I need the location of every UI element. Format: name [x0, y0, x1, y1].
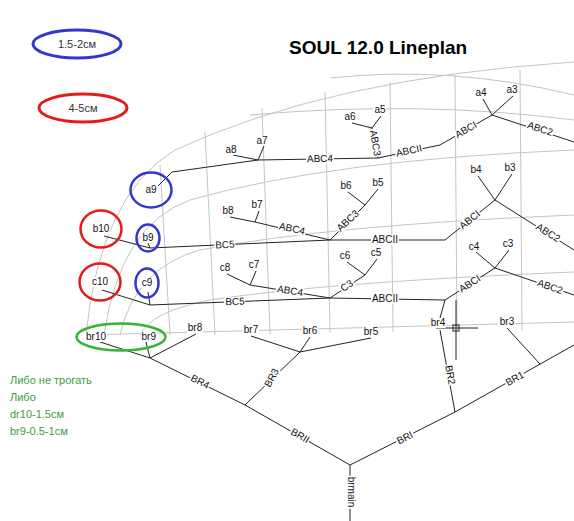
ellipse-content: a9: [129, 171, 173, 209]
ellipse-stroke: [131, 173, 172, 208]
highlight-ellipse: a9: [129, 171, 173, 209]
wing-grid: [86, 62, 574, 335]
line-name: b6: [339, 181, 352, 191]
attachment-name: c10: [91, 277, 109, 287]
line-name: ABC4: [277, 221, 307, 237]
line-name: BR3: [263, 366, 282, 390]
line-name: br8: [187, 323, 203, 333]
line-name: b3: [503, 163, 516, 173]
highlight-ellipse: c10: [78, 262, 122, 302]
line-name: c8: [219, 263, 232, 273]
line-name: brmain: [346, 476, 356, 509]
line-name: BR4: [188, 373, 212, 392]
line-name: c7: [248, 260, 261, 270]
attachment-name: c9: [141, 278, 154, 288]
line-name: a5: [373, 105, 386, 115]
legend-item: 1.5-2см: [31, 28, 123, 60]
note-text: br9-0.5-1см: [10, 426, 68, 437]
highlight-ellipse: b9: [135, 223, 161, 253]
legend-text: 4-5см: [37, 92, 129, 124]
line-name: BR1: [503, 369, 527, 388]
line-name: c5: [370, 248, 383, 258]
note-text: Либо не трогать: [10, 375, 92, 386]
line-name: br4: [430, 318, 446, 328]
line-name: a8: [224, 145, 237, 155]
line-name: b7: [250, 200, 263, 210]
line-name: br7: [243, 325, 259, 335]
note-text: Либо: [10, 392, 36, 403]
line-name: br5: [363, 327, 379, 337]
line-name: ABCII: [394, 143, 424, 159]
note-text: dr10-1.5см: [10, 409, 64, 420]
line-name: ABCII: [371, 294, 399, 304]
highlight-ellipse: br10 br9: [75, 322, 167, 352]
line-name: BR2: [443, 364, 457, 387]
line-name: c4: [468, 242, 481, 252]
line-name: ABCI: [453, 119, 480, 140]
line-name: b8: [221, 206, 234, 216]
line-name: ABC3: [334, 208, 361, 234]
line-name: C3: [338, 278, 356, 294]
ellipse-stroke: [136, 269, 159, 298]
line-name: BRII: [288, 426, 312, 445]
attachment-name: b10: [92, 224, 111, 234]
ellipse-content: b9: [135, 223, 161, 253]
title: SOUL 12.0 Lineplan: [289, 37, 467, 59]
line-name: ABC2: [533, 221, 562, 244]
attachment-name: a9: [144, 185, 157, 195]
line-name: b4: [469, 165, 482, 175]
legend-text: 1.5-2см: [31, 28, 123, 60]
ellipse-content: br10 br9: [75, 322, 167, 352]
line-name: ABC2: [525, 120, 555, 138]
ellipse-content: c10: [78, 262, 122, 302]
line-name: a4: [474, 88, 487, 98]
line-name: ABCI: [457, 273, 484, 295]
line-name: a3: [505, 85, 518, 95]
highlight-ellipse: b10: [79, 209, 123, 249]
line-name: ABC4: [275, 284, 304, 298]
line-name: br6: [302, 326, 318, 336]
ellipse-content: b10: [79, 209, 123, 249]
highlight-ellipse: c9: [134, 267, 160, 299]
line-name: br3: [499, 317, 515, 327]
ellipse-stroke: [80, 264, 121, 301]
attachment-name: b9: [141, 233, 154, 243]
ellipse-stroke: [137, 225, 160, 252]
line-name: b5: [371, 178, 384, 188]
ellipse-content: c9: [134, 267, 160, 299]
line-name: a6: [343, 112, 356, 122]
line-name: ABCII: [371, 235, 399, 245]
cursor-cross: [436, 300, 478, 360]
line-name: a7: [255, 136, 268, 146]
line-name: BC5: [214, 239, 236, 250]
line-name: BC5: [224, 297, 246, 308]
ellipse-stroke: [77, 324, 166, 351]
suspension-lines: [100, 96, 574, 521]
line-name: c6: [339, 251, 352, 261]
ellipse-stroke: [81, 211, 122, 248]
line-name: BRI: [394, 429, 415, 446]
attachment-name: br10: [85, 332, 107, 342]
attachment-name: br9: [141, 332, 157, 342]
line-name: ABC2: [535, 278, 565, 297]
line-name: c3: [502, 239, 515, 249]
legend-item: 4-5см: [37, 92, 129, 124]
line-name: ABC3: [368, 128, 383, 157]
line-name: ABC4: [306, 154, 334, 164]
